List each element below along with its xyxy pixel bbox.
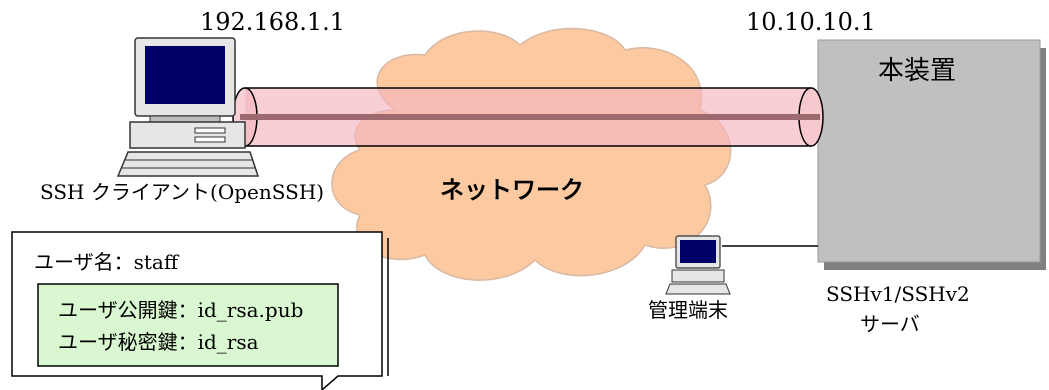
management-terminal-icon [665, 235, 731, 295]
client-label: SSH クライアント(OpenSSH) [40, 180, 325, 204]
device-label: 本装置 [878, 56, 957, 86]
device-box [817, 39, 1041, 263]
key-box [37, 283, 339, 367]
network-label: ネットワーク [440, 176, 584, 204]
server-ip: 10.10.10.1 [746, 8, 876, 36]
private-key-label: ユーザ秘密鍵：id_rsa [58, 330, 259, 354]
ssh-tunnel [232, 87, 824, 147]
network-cloud [331, 27, 732, 281]
server-sublabel: サーバ [860, 312, 920, 336]
server-label: SSHv1/SSHv2 [826, 282, 970, 306]
public-key-label: ユーザ公開鍵：id_rsa.pub [58, 298, 304, 322]
client-computer-icon [116, 37, 260, 177]
client-ip: 192.168.1.1 [200, 8, 346, 36]
user-name-label: ユーザ名：staff [34, 250, 179, 274]
terminal-label: 管理端末 [648, 298, 728, 322]
